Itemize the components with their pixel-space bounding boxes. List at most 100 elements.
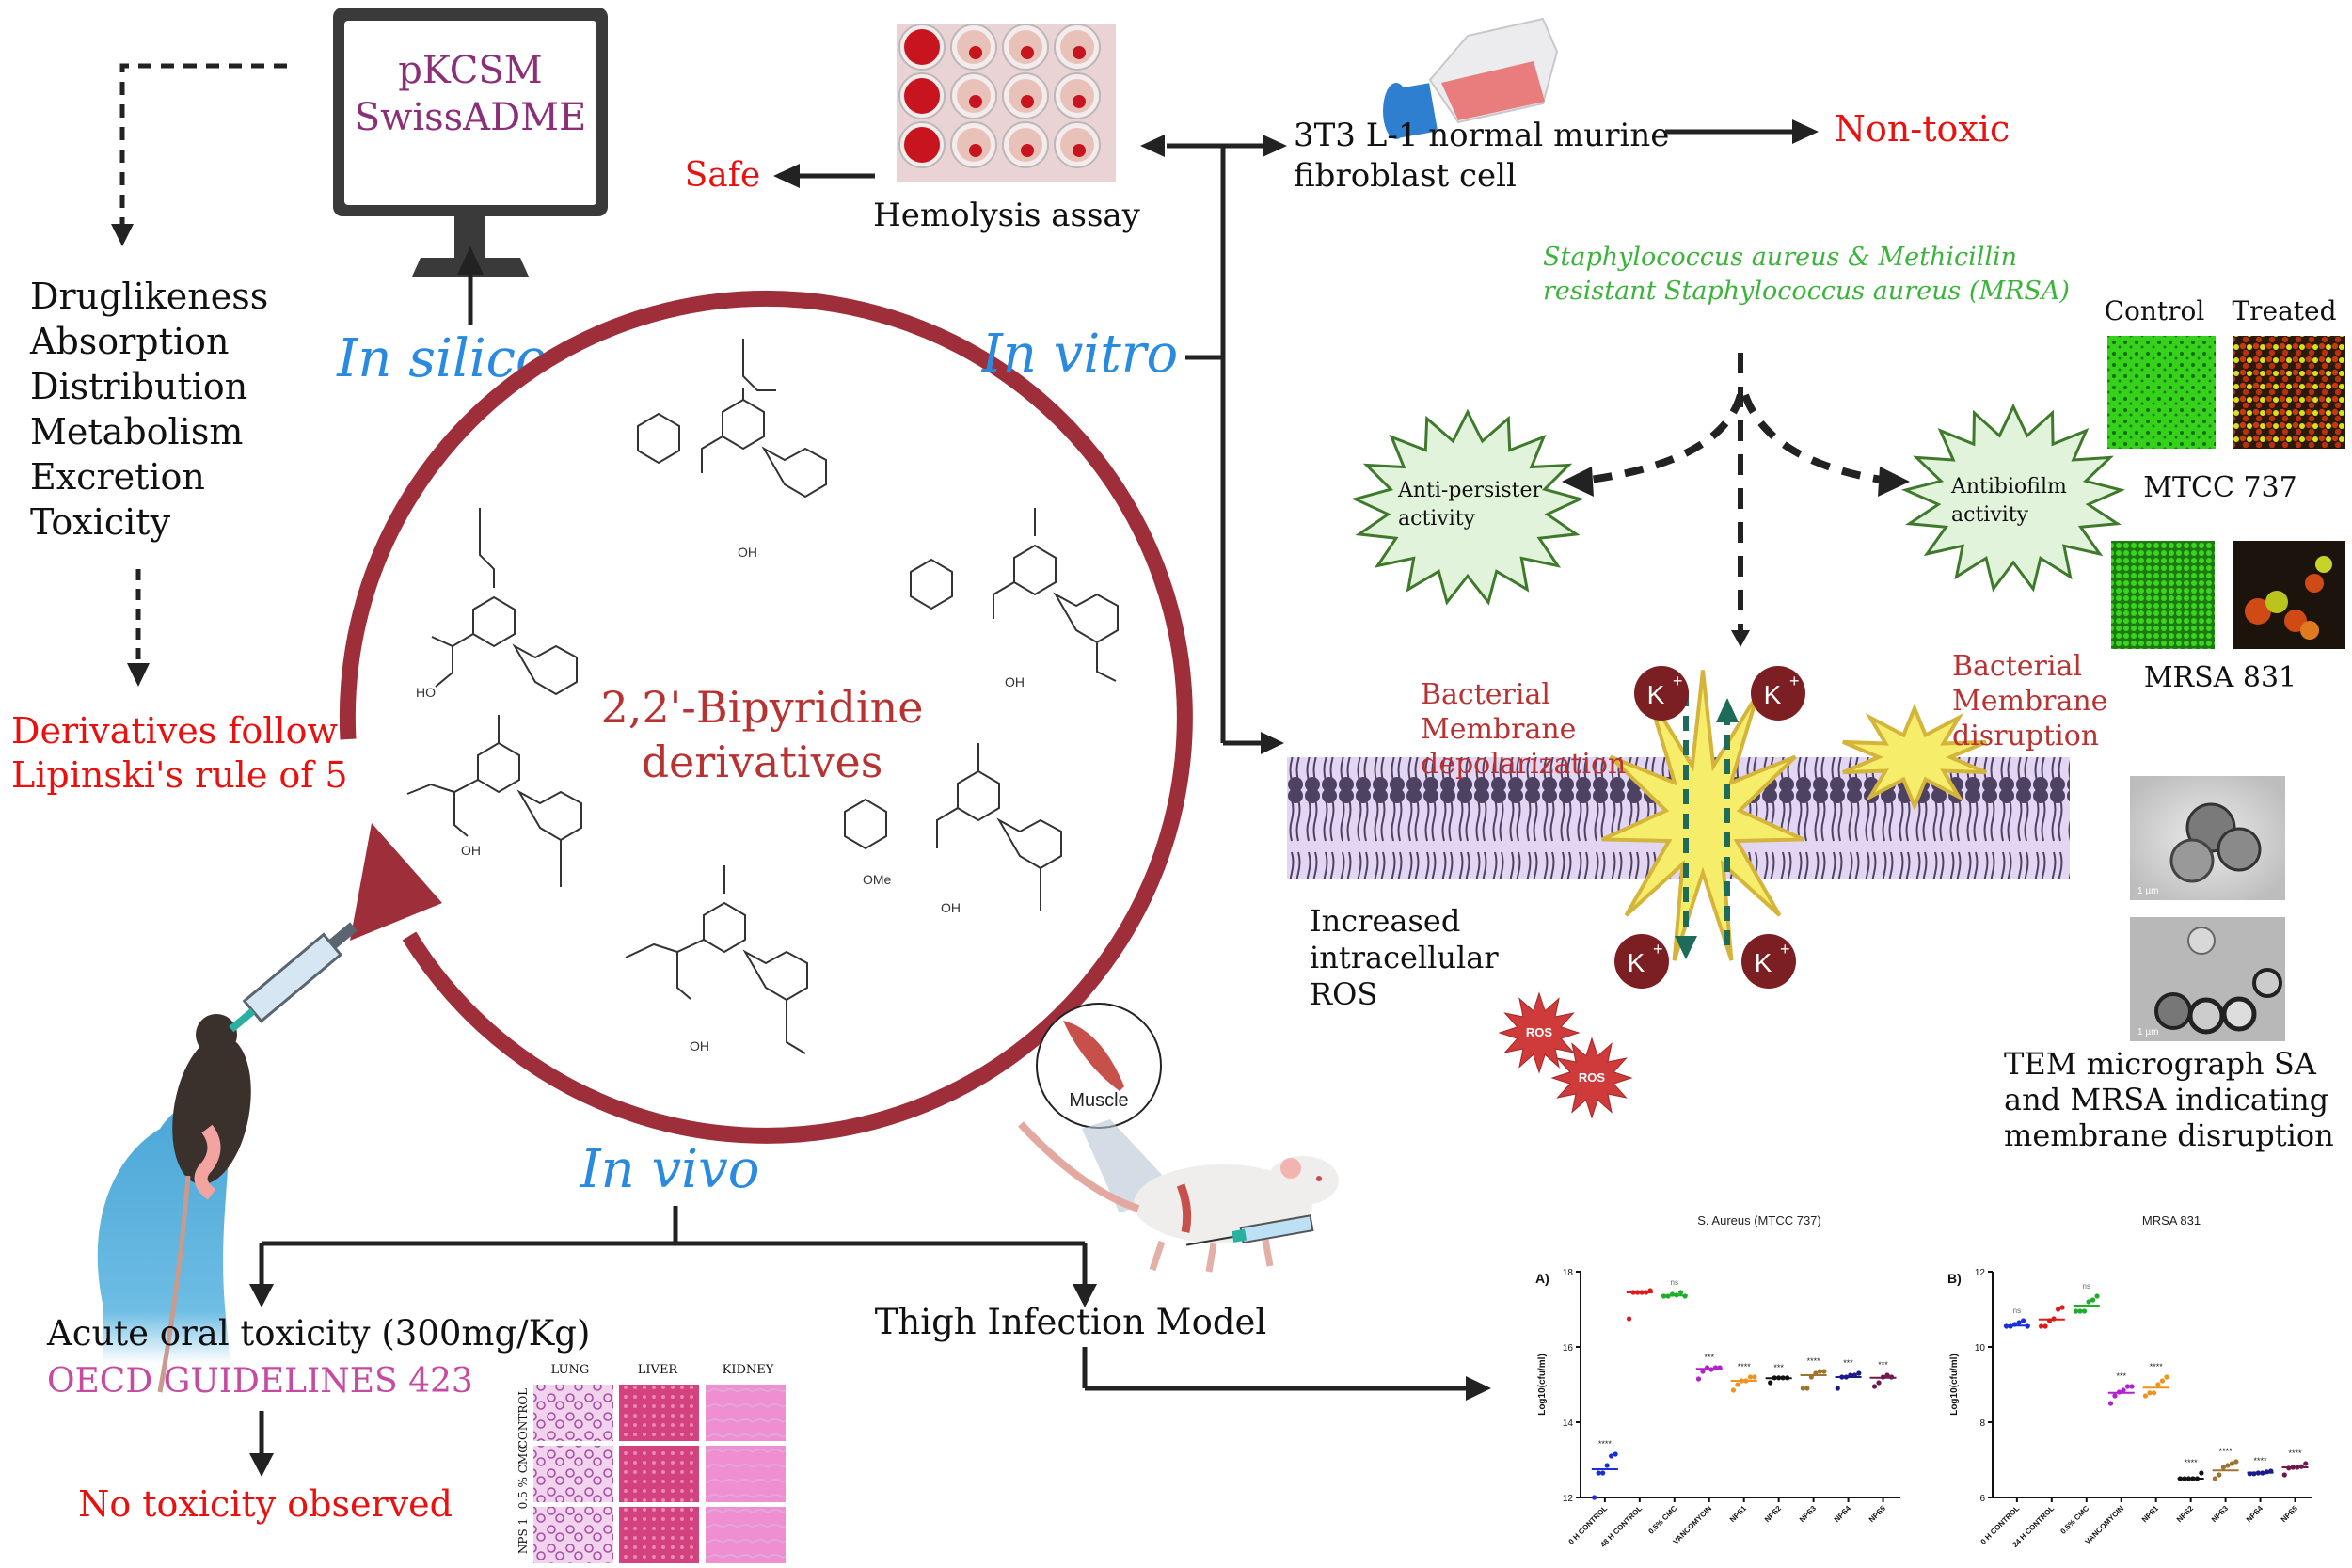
data-point (2194, 1476, 2201, 1481)
data-point (2225, 1463, 2231, 1468)
anti-persister-line2: activity (1398, 507, 1476, 531)
molecule (625, 865, 808, 1054)
disruption-line1: Bacterial (1952, 650, 2082, 683)
adme-item: Distribution (30, 366, 247, 407)
data-point (1712, 1365, 1719, 1370)
data-point (2046, 1318, 2053, 1323)
ros-badge: ROS (1550, 1037, 1633, 1119)
data-point (1772, 1375, 1777, 1381)
data-series: **** (2281, 1449, 2309, 1478)
data-point (1752, 1374, 1757, 1380)
data-series (2038, 1305, 2065, 1329)
significance-label: **** (1738, 1362, 1752, 1371)
bipyridine-cycle: 2,2'-Bipyridine derivatives (339, 290, 1193, 1144)
significance-label: *** (1878, 1360, 1888, 1370)
x-tick-label: NPS4 (1833, 1504, 1853, 1525)
data-point (1768, 1380, 1773, 1386)
arrow-to-charts (1466, 1376, 1491, 1401)
data-point (1674, 1292, 1679, 1298)
potassium-ion: K + (1741, 934, 1796, 989)
biofilm-image-mrsa-control (2111, 541, 2215, 649)
antibiofilm-starburst: Antibiofilm activity (1900, 403, 2126, 593)
data-point (1848, 1372, 1853, 1378)
svg-text:K: K (1755, 948, 1772, 977)
y-tick-label: 12 (1975, 1268, 1986, 1278)
adme-item: Excretion (30, 456, 205, 498)
cycle-arrowhead (350, 823, 442, 941)
adme-item: Absorption (29, 321, 229, 362)
data-point (1609, 1453, 1614, 1459)
hemolysis-plate-image (897, 24, 1116, 182)
chart-title: MRSA 831 (2142, 1213, 2201, 1227)
chart-title: S. Aureus (MTCC 737) (1697, 1213, 1821, 1227)
potassium-ion: K + (1751, 666, 1805, 721)
data-point (1613, 1451, 1618, 1457)
depolarization-line2: Membrane (1421, 713, 1576, 746)
data-point (2129, 1384, 2135, 1389)
adme-list: Druglikeness Absorption Distribution Met… (29, 276, 268, 543)
data-point (2229, 1461, 2234, 1466)
molecule (844, 743, 1062, 911)
histology-row-label: NPS 1 (516, 1518, 530, 1554)
data-point (1695, 1376, 1702, 1382)
dashed-connector (119, 63, 287, 226)
data-point (2042, 1323, 2048, 1329)
tem-caption-line2: and MRSA indicating (2004, 1082, 2328, 1117)
data-point (2182, 1476, 2187, 1481)
y-tick-label: 6 (1979, 1494, 1985, 1504)
data-point (1704, 1365, 1710, 1370)
data-point (2059, 1305, 2065, 1310)
data-point (2094, 1293, 2100, 1299)
anti-persister-line1: Anti-persister (1397, 479, 1542, 502)
fibroblast-line1: 3T3 L-1 normal murine (1294, 117, 1669, 154)
arrow-to-acute (249, 1284, 274, 1307)
in-silico-section: pKCSM SwissADME In silico Druglikeness A… (11, 8, 608, 796)
y-tick-label: 8 (1979, 1418, 1985, 1429)
biofilm-col-treated: Treated (2232, 295, 2336, 326)
significance-label: **** (1807, 1356, 1821, 1366)
data-point (2190, 1476, 2196, 1481)
anti-persister-starburst: Anti-persister activity (1351, 408, 1584, 606)
histology-col-label: KIDNEY (723, 1363, 774, 1377)
biofilm-image-mrsa-treated (2233, 541, 2345, 649)
data-point (1717, 1365, 1723, 1370)
x-tick-label: NPS2 (2175, 1504, 2196, 1525)
svg-text:K: K (1764, 680, 1782, 709)
atom-label: OH (690, 1038, 709, 1053)
hemolysis-result-safe: Safe (685, 156, 761, 195)
acute-result-label: No toxicity observed (78, 1483, 453, 1525)
data-point (1880, 1374, 1886, 1380)
potassium-ion: K + (1634, 666, 1689, 721)
y-tick-label: 10 (1975, 1343, 1986, 1354)
data-point (2233, 1459, 2239, 1465)
biofilm-image-mtcc-treated (2233, 336, 2345, 449)
data-series: ns (2073, 1282, 2100, 1314)
tem-image-sa: 1 µm (2130, 776, 2285, 900)
data-point (1839, 1374, 1845, 1380)
ros-line1: Increased (1310, 903, 1460, 939)
strain-mrsa831: MRSA 831 (2144, 661, 2296, 694)
disruption-line2: Membrane (1952, 685, 2107, 718)
hemolysis-label: Hemolysis assay (873, 197, 1141, 234)
histology-panel: LUNG LIVER KIDNEY CONTROL 0.5 % CMC NPS … (516, 1363, 786, 1563)
data-point (2025, 1323, 2030, 1329)
data-point (1604, 1463, 1610, 1468)
data-point (1630, 1290, 1636, 1295)
data-series: **** (1800, 1356, 1827, 1391)
data-point (2073, 1308, 2079, 1314)
data-point (2107, 1401, 2114, 1406)
arrow-to-hemolysis (1140, 135, 1165, 157)
molecule (637, 339, 827, 499)
data-point (1735, 1382, 1740, 1387)
data-series: **** (2142, 1362, 2169, 1399)
svg-text:ROS: ROS (1579, 1070, 1606, 1085)
data-series: **** (1591, 1439, 1618, 1500)
data-point (2217, 1472, 2222, 1478)
x-tick-label: NPS2 (1763, 1504, 1784, 1525)
membrane-burst-large (1601, 670, 1804, 961)
data-point (1626, 1316, 1632, 1322)
culture-flask-icon (1383, 17, 1559, 139)
data-point (2086, 1299, 2091, 1305)
chart-s-aureus: S. Aureus (MTCC 737)A)12141618Log10(cfu/… (1535, 1213, 1900, 1549)
